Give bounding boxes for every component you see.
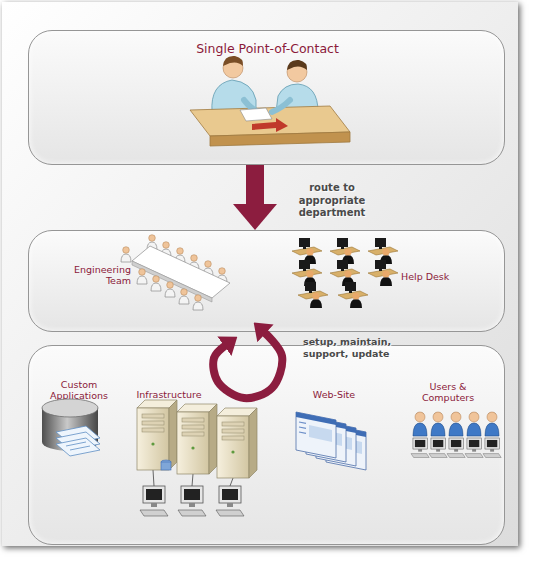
band-box: Single Point-of-Contact xyxy=(28,30,505,165)
connector-label: setup, maintain, support, update xyxy=(303,336,415,360)
group-label: Engineering Team xyxy=(65,264,131,287)
group-label: Users & Computers xyxy=(417,381,479,404)
band-box: Engineering Team Help Desk xyxy=(28,230,505,332)
group-label: Web-Site xyxy=(304,389,364,400)
flow-arrow xyxy=(246,165,264,204)
band-box: Custom Applications Infrastructure Web-Sit… xyxy=(28,345,505,545)
band-heading: Single Point-of-Contact xyxy=(29,41,506,56)
group-label: Infrastructure xyxy=(129,389,209,400)
group-label: Help Desk xyxy=(401,271,463,282)
connector-label: route to appropriate department xyxy=(290,182,374,220)
group-label: Custom Applications xyxy=(43,379,115,402)
